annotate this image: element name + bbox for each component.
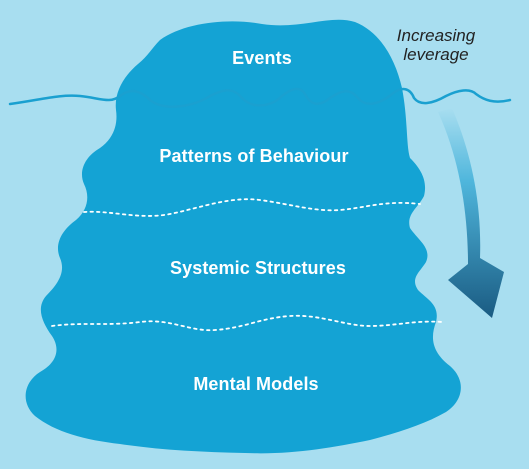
leverage-arrow	[438, 108, 504, 318]
arrow-label-line2: leverage	[403, 45, 469, 64]
layer-label-events: Events	[232, 48, 292, 68]
layer-label-models: Mental Models	[193, 374, 319, 394]
iceberg-shape	[25, 19, 461, 454]
waterline	[8, 87, 512, 108]
arrow-label-line1: Increasing	[396, 26, 476, 45]
divider-line-upper	[83, 198, 421, 217]
arrow-label: Increasing leverage	[386, 26, 486, 64]
divider-line-lower	[51, 314, 443, 332]
layer-label-structures: Systemic Structures	[170, 258, 346, 278]
layer-label-patterns: Patterns of Behaviour	[159, 146, 349, 166]
